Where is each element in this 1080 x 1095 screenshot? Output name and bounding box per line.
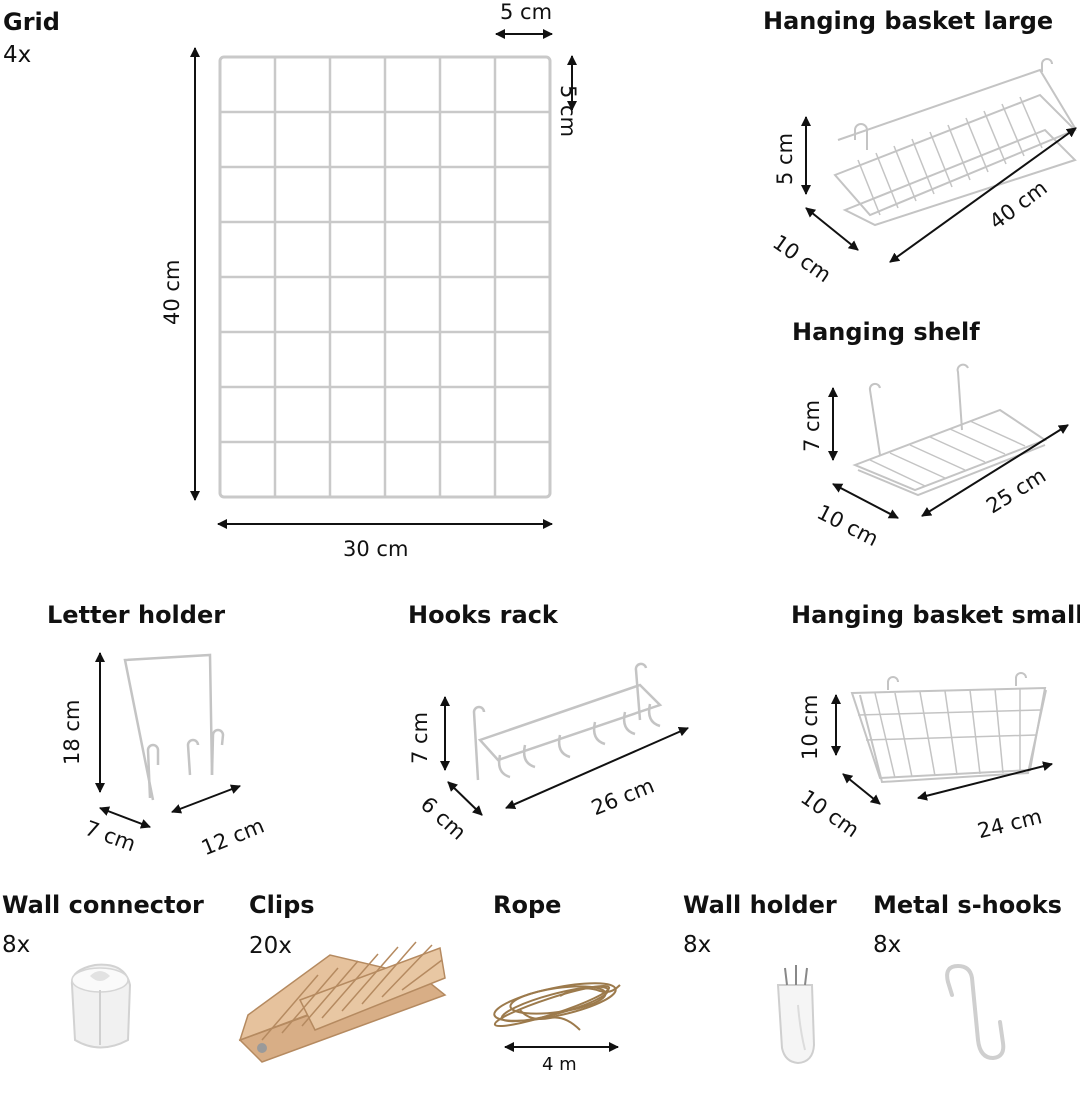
letter-holder-dimension-arrows xyxy=(95,652,241,829)
wall-holder-quantity: 8x xyxy=(683,932,712,958)
grid-image xyxy=(218,55,552,499)
letter-holder-height-label: 18 cm xyxy=(60,699,84,765)
grid-width-label: 30 cm xyxy=(343,537,409,561)
clips-quantity: 20x xyxy=(249,933,292,959)
basket-small-dimension-arrows xyxy=(831,694,1053,805)
rope-length-label: 4 m xyxy=(542,1054,577,1075)
shelf-title: Hanging shelf xyxy=(792,318,980,346)
rope-image xyxy=(493,982,621,1031)
hooks-rack-dimension-arrows xyxy=(440,696,689,816)
shelf-height-label: 7 cm xyxy=(800,399,824,452)
basket-small-height-label: 10 cm xyxy=(798,694,822,760)
basket-large-height-label: 5 cm xyxy=(773,132,797,185)
rope-title: Rope xyxy=(493,891,562,919)
shelf-dimension-arrows xyxy=(828,387,1069,519)
grid-title: Grid xyxy=(3,8,60,36)
grid-quantity: 4x xyxy=(3,42,32,68)
grid-height-label: 40 cm xyxy=(160,259,184,325)
clips-title: Clips xyxy=(249,891,315,919)
wall-connector-quantity: 8x xyxy=(2,932,31,958)
wall-holder-image xyxy=(776,965,816,1065)
wall-connector-image xyxy=(70,963,132,1049)
basket-small-image xyxy=(850,672,1047,784)
clips-image xyxy=(238,941,447,1063)
s-hook-image xyxy=(945,963,1006,1061)
hooks-rack-height-label: 7 cm xyxy=(408,711,432,764)
grid-dimension-arrows xyxy=(190,29,577,529)
letter-holder-image xyxy=(123,653,225,801)
wall-holder-title: Wall holder xyxy=(683,891,837,919)
grid-cell-height-label: 5 cm xyxy=(556,85,580,138)
hooks-rack-title: Hooks rack xyxy=(408,601,558,629)
basket-large-dimension-arrows xyxy=(801,116,1077,263)
hooks-rack-image xyxy=(472,662,663,781)
basket-large-title: Hanging basket large xyxy=(763,7,1054,35)
s-hooks-title: Metal s-hooks xyxy=(873,891,1062,919)
s-hooks-quantity: 8x xyxy=(873,932,902,958)
wall-connector-title: Wall connector xyxy=(2,891,204,919)
basket-small-title: Hanging basket small xyxy=(791,601,1080,629)
grid-cell-width-label: 5 cm xyxy=(500,0,553,24)
letter-holder-title: Letter holder xyxy=(47,601,226,629)
